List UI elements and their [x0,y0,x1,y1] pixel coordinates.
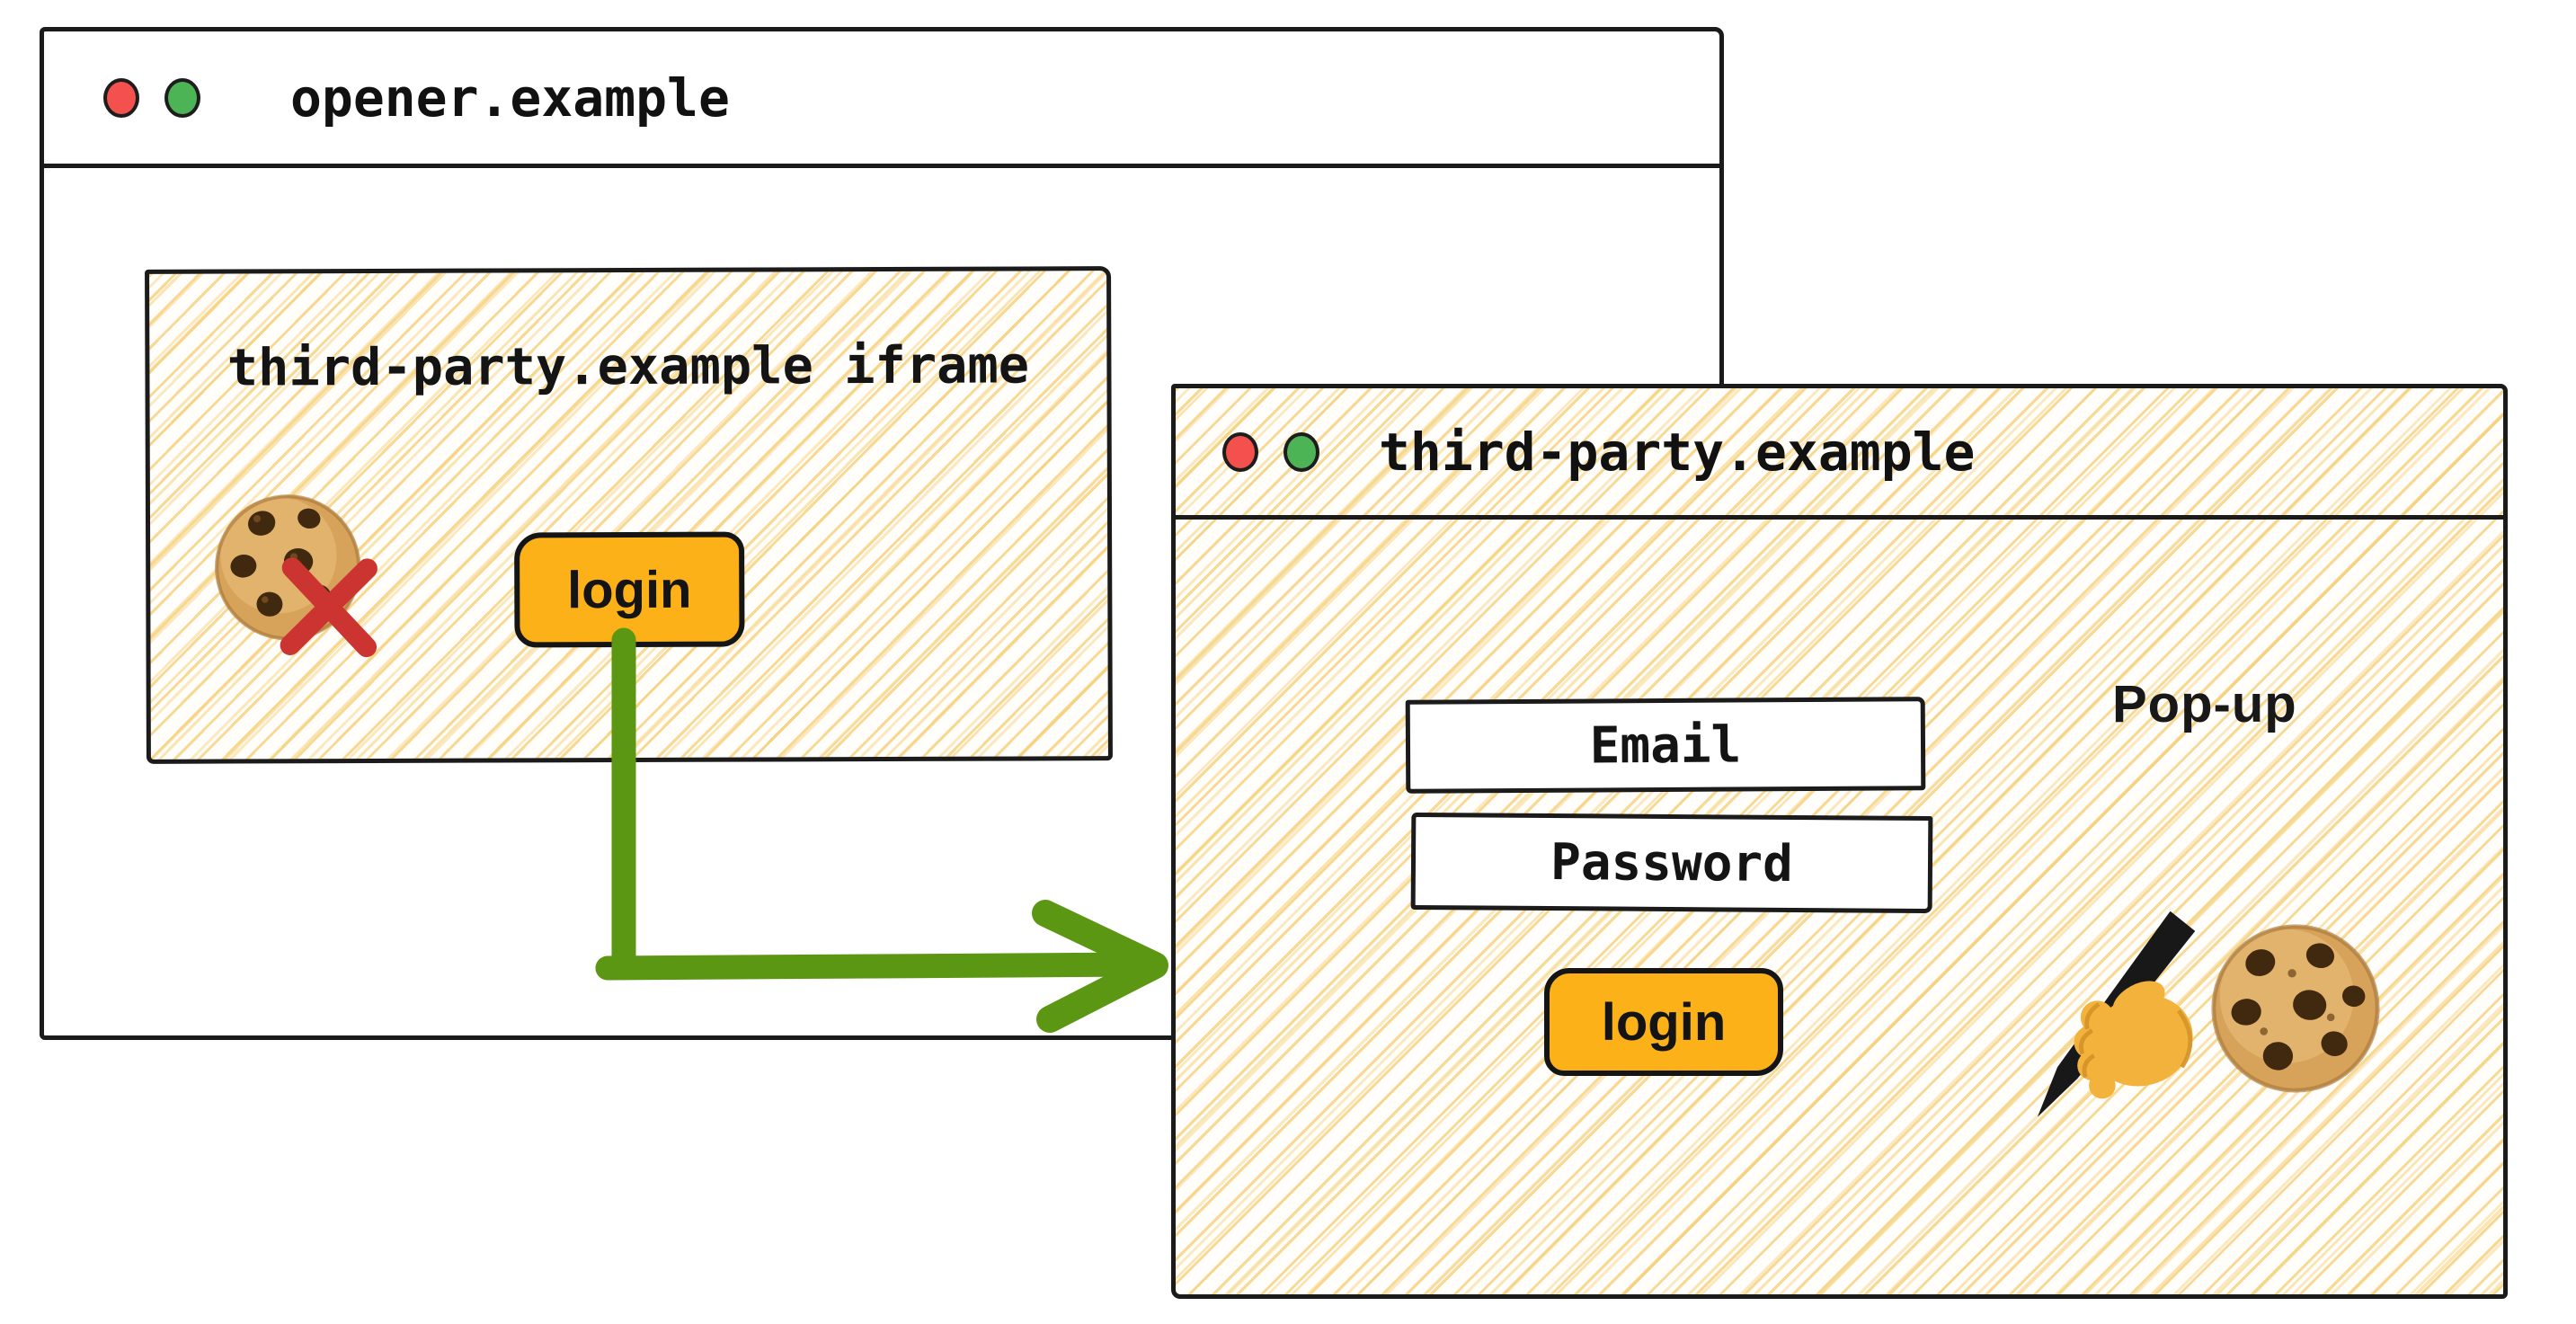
iframe-title: third-party.example iframe [227,335,1030,398]
opener-window-title: opener.example [290,67,730,129]
blocked-cross-icon [271,554,386,660]
password-field[interactable]: Password [1410,812,1933,914]
popup-browser-window: third-party.example Email Password login… [1171,384,2508,1299]
cookie-icon [2211,924,2380,1093]
minimize-light-icon[interactable] [1284,431,1319,472]
writing-hand-icon [2037,911,2196,1117]
writing-hand-icon [2012,908,2223,1124]
cookie-icon [2207,920,2384,1097]
third-party-iframe: third-party.example iframe [145,266,1113,764]
minimize-light-icon[interactable] [164,77,200,118]
red-cross-icon [280,557,378,658]
popup-login-button[interactable]: login [1544,968,1783,1076]
iframe-login-button[interactable]: login [514,531,745,648]
popup-window-title: third-party.example [1379,421,1976,483]
email-field[interactable]: Email [1405,697,1926,794]
opener-titlebar: opener.example [44,31,1719,168]
close-light-icon[interactable] [1222,431,1258,472]
popup-titlebar: third-party.example [1176,388,2503,520]
close-light-icon[interactable] [103,77,139,118]
popup-annotation: Pop-up [2112,675,2297,733]
